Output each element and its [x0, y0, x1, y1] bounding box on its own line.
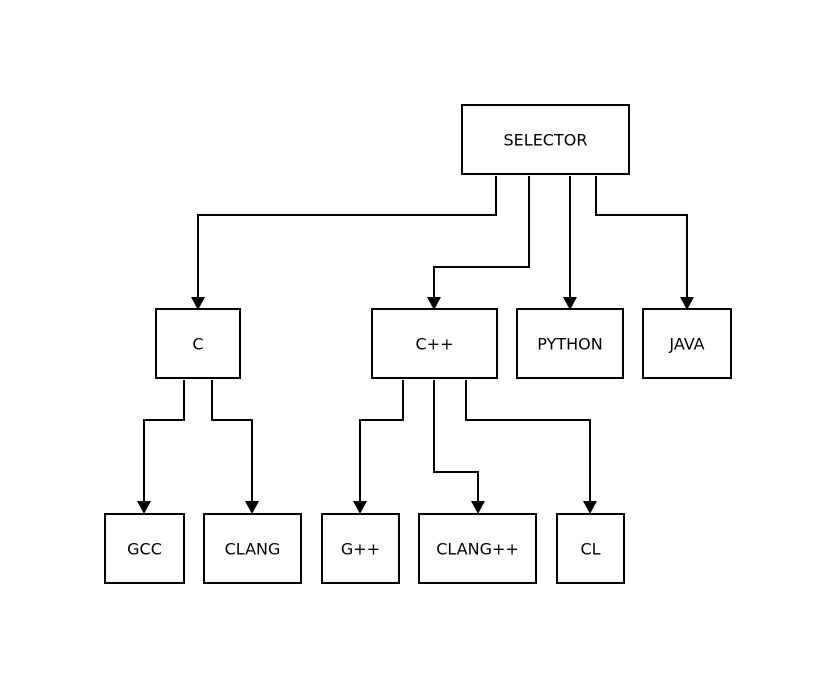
node-c-label: C: [192, 335, 203, 354]
node-java: JAVA: [642, 308, 732, 379]
edge-cpp-clangpp: [433, 380, 485, 514]
edge-cpp-cl: [465, 380, 597, 514]
node-clangpp: CLANG++: [418, 513, 537, 584]
edge-cpp-gpp: [353, 380, 404, 514]
edge-selector-c: [191, 176, 497, 310]
node-cl-label: CL: [580, 540, 600, 559]
node-python: PYTHON: [516, 308, 624, 379]
edge-c-gcc: [137, 380, 185, 514]
node-clangpp-label: CLANG++: [436, 540, 519, 559]
node-selector: SELECTOR: [461, 104, 630, 175]
edge-selector-cpp: [427, 176, 530, 310]
node-clang-label: CLANG: [225, 540, 281, 559]
edge-c-clang: [211, 380, 259, 514]
node-c: C: [155, 308, 241, 379]
node-gpp-label: G++: [341, 540, 380, 559]
node-cl: CL: [556, 513, 625, 584]
node-python-label: PYTHON: [537, 335, 602, 354]
node-gpp: G++: [321, 513, 400, 584]
node-cpp-label: C++: [416, 335, 454, 354]
node-gcc: GCC: [104, 513, 185, 584]
edge-selector-python: [563, 176, 577, 310]
node-clang: CLANG: [203, 513, 302, 584]
edge-selector-java: [595, 176, 694, 310]
node-gcc-label: GCC: [127, 540, 162, 559]
node-java-label: JAVA: [668, 335, 704, 354]
node-cpp: C++: [371, 308, 498, 379]
node-selector-label: SELECTOR: [504, 131, 588, 150]
